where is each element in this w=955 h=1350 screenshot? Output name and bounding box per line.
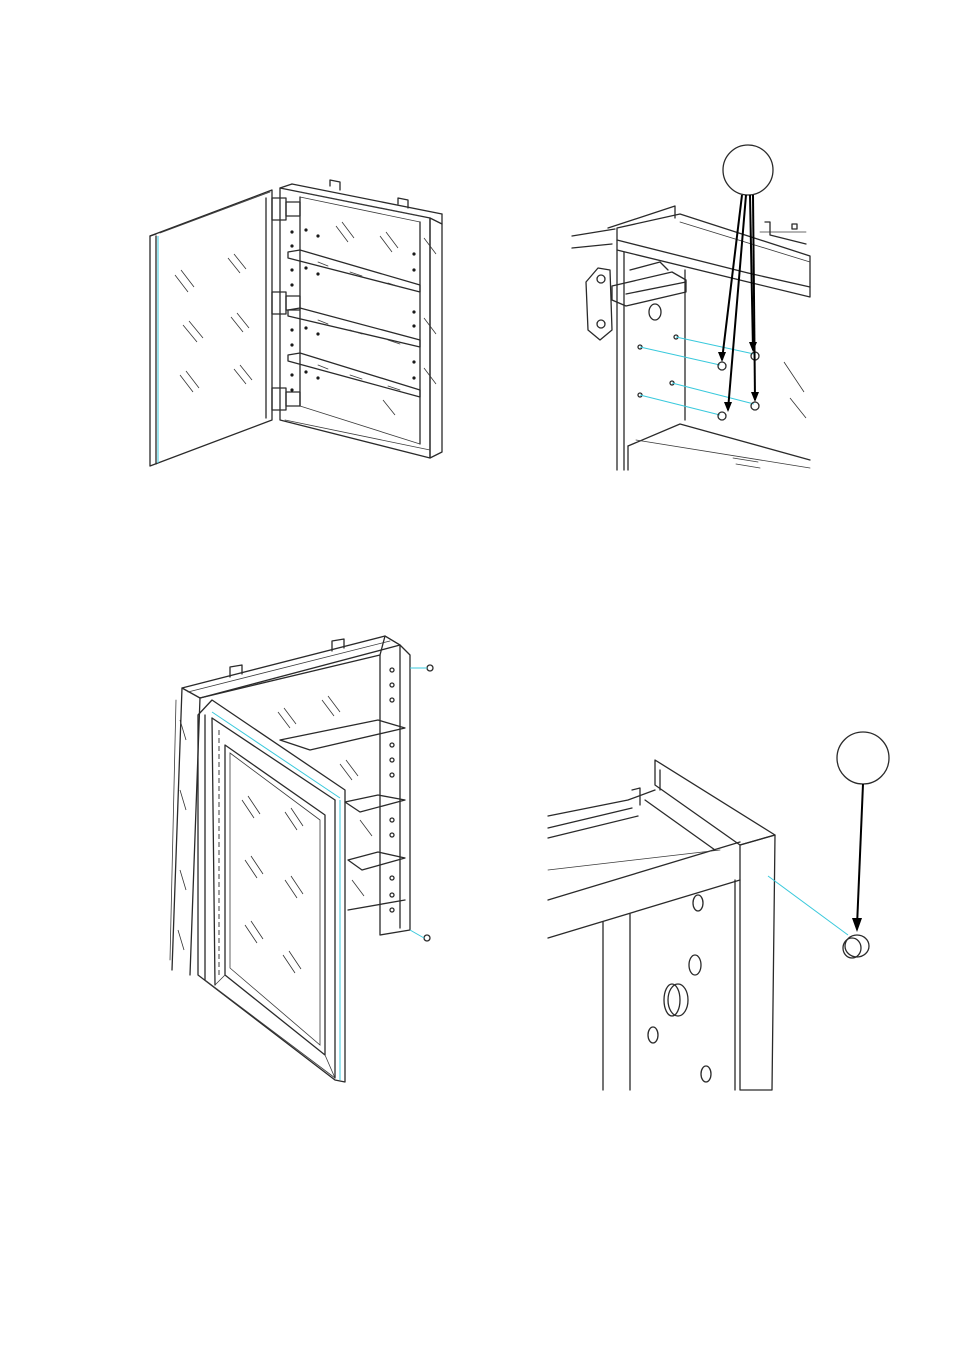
hinge — [586, 262, 686, 340]
callout-arrow-head — [852, 918, 862, 932]
glass-hatch — [175, 254, 252, 392]
callout-arrows — [718, 195, 759, 412]
callout-circle — [837, 732, 889, 784]
cabinet-door-open-drawing — [140, 170, 460, 480]
hole-cap — [843, 935, 869, 958]
cabinet-box — [272, 180, 442, 458]
hinge-set — [272, 198, 300, 410]
callout-circle — [723, 145, 773, 195]
figure-cabinet-door-open — [140, 170, 460, 480]
figure-hole-cap-callout — [545, 725, 895, 1095]
pin-holes — [638, 335, 678, 397]
hole-cap-bottom — [424, 935, 430, 941]
shelf-pin-holes — [390, 668, 394, 912]
figure-cabinet-framed-door — [165, 625, 445, 1090]
shelf-pin-callout-drawing — [565, 140, 815, 480]
shelf-pin-holes — [648, 895, 711, 1082]
cabinet-framed-door-drawing — [165, 625, 445, 1090]
hole-cap-callout-drawing — [545, 725, 895, 1095]
shelf-pins — [718, 352, 759, 420]
hole-cap-top — [427, 665, 433, 671]
figure-shelf-pin-callout — [565, 140, 815, 480]
framed-door — [198, 700, 345, 1082]
mirror-door — [150, 190, 272, 466]
